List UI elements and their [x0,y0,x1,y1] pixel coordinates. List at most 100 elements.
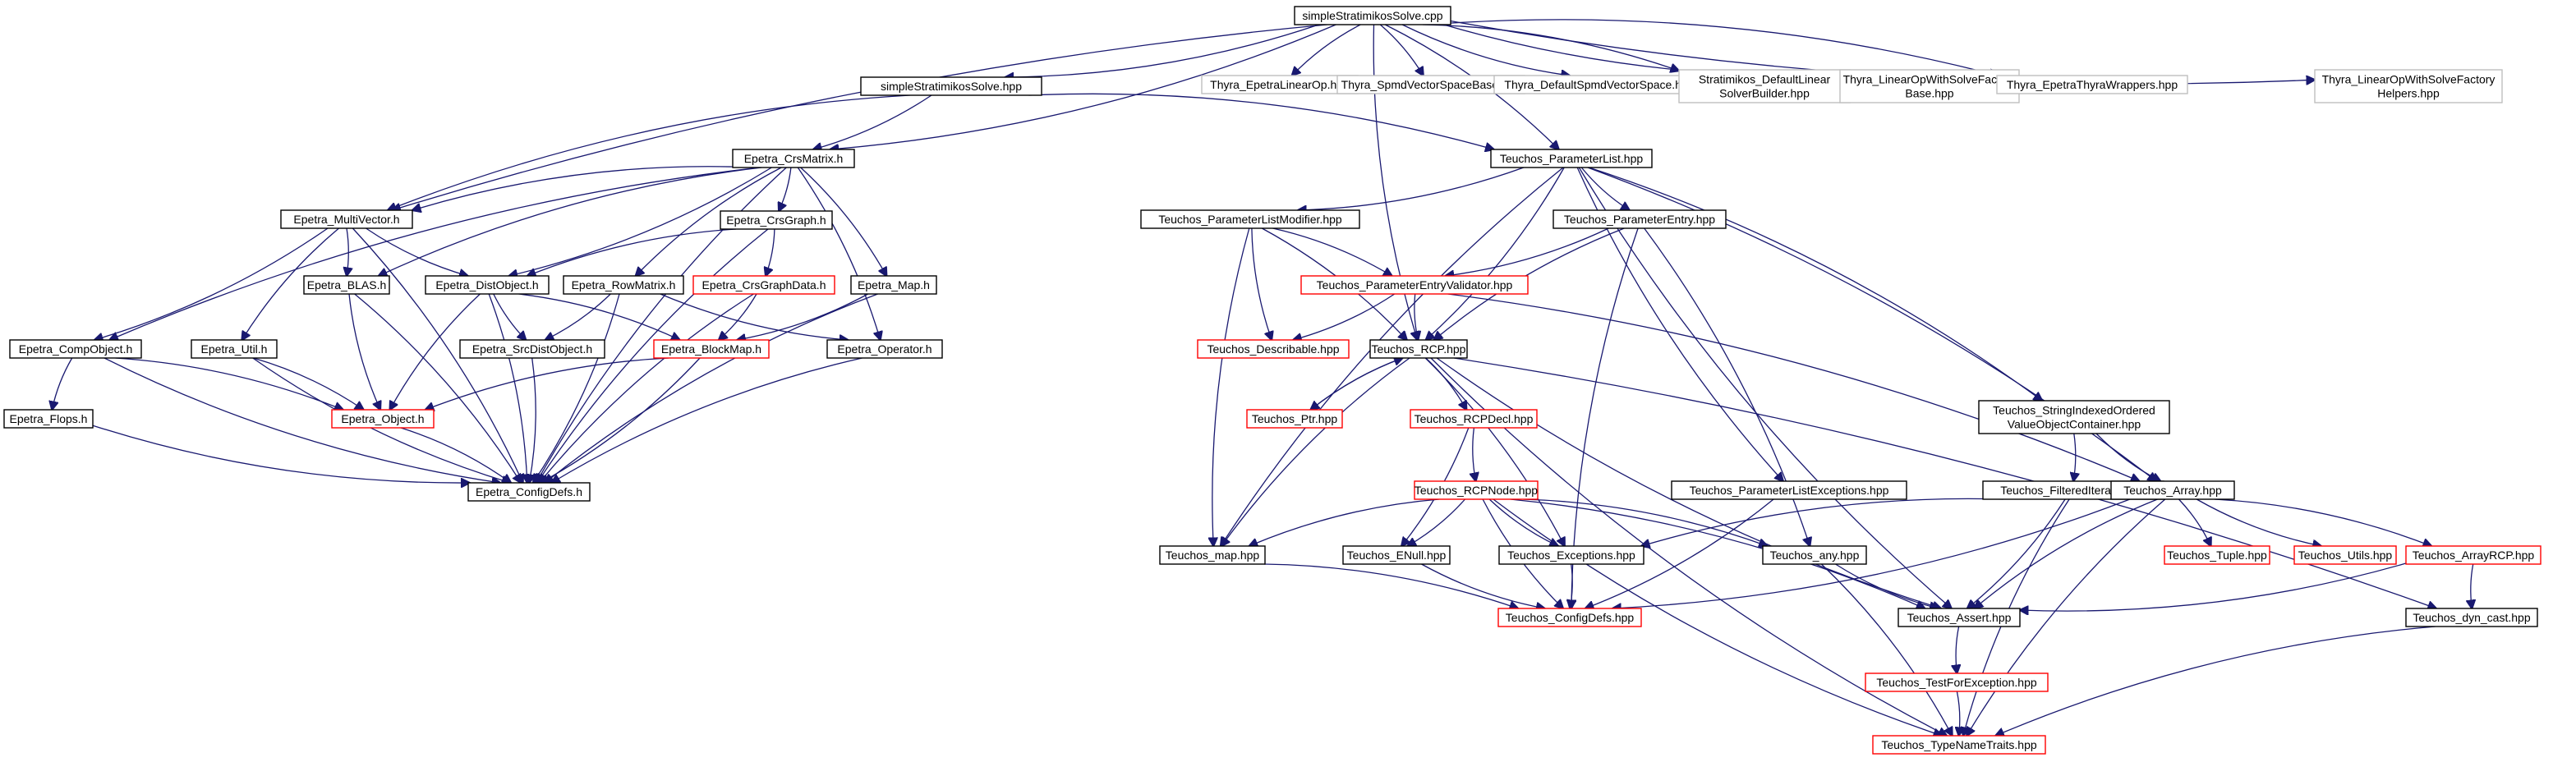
edge-ep_compobject-to-ep_flops [52,357,73,410]
edge-simple_hpp-to-te_paramlist [1028,93,1493,149]
node-teuchos-parameterlist-hpp[interactable]: Teuchos_ParameterList.hpp [1490,149,1653,168]
node-label: Epetra_Object.h [341,412,424,425]
node-teuchos-array-hpp[interactable]: Teuchos_Array.hpp [2110,480,2235,500]
edge-ep_util-to-ep_object [253,357,363,410]
edge-te_array-to-te_typenametraits [1966,498,2166,736]
node-teuchos-configdefs-hpp[interactable]: Teuchos_ConfigDefs.hpp [1497,608,1642,627]
edge-ep_multivector-to-ep_distobject [366,227,468,276]
node-label: Teuchos_ArrayRCP.hpp [2413,549,2535,562]
node-label: Thyra_LinearOpWithSolveFactory [2322,73,2496,86]
edge-ep_blockmap-to-ep_object [426,357,669,410]
edge-te_pevalidator-to-te_array [1447,293,2140,481]
node-teuchos-rcp-hpp[interactable]: Teuchos_RCP.hpp [1369,339,1468,359]
edge-te_array-to-te_utils [2196,498,2321,546]
node-teuchos-rcpnode-hpp[interactable]: Teuchos_RCPNode.hpp [1414,480,1539,500]
node-epetra-util-h[interactable]: Epetra_Util.h [191,339,278,359]
edge-ep_rowmatrix-to-ep_operator [660,293,848,340]
node-epetra-distobject-h[interactable]: Epetra_DistObject.h [425,275,550,295]
edge-te_rcpnode-to-te_any [1523,498,1767,546]
node-teuchos-typenametraits-hpp[interactable]: Teuchos_TypeNameTraits.hpp [1872,735,2046,755]
edge-te_plmodifier-to-te_map [1212,227,1250,546]
node-label: SolverBuilder.hpp [1719,87,1810,100]
node-epetra-blas-h[interactable]: Epetra_BLAS.h [303,275,390,295]
node-epetra-operator-h[interactable]: Epetra_Operator.h [826,339,943,359]
node-teuchos-parameterlistmodifier-hpp[interactable]: Teuchos_ParameterListModifier.hpp [1140,209,1360,229]
node-label: Teuchos_TestForException.hpp [1876,676,2037,689]
node-box [732,149,855,168]
node-label: ValueObjectContainer.hpp [2008,418,2141,431]
edge-te_dyncast-to-te_typenametraits [1995,626,2436,736]
node-epetra-rowmatrix-h[interactable]: Epetra_RowMatrix.h [563,275,684,295]
node-label: Epetra_BlockMap.h [661,342,761,356]
edge-te_rcp-to-te_dyncast [1454,357,2436,608]
node-label: Epetra_ConfigDefs.h [476,485,582,498]
node-epetra-crsgraph-h[interactable]: Epetra_CrsGraph.h [720,210,833,230]
node-teuchos-tuple-hpp[interactable]: Teuchos_Tuple.hpp [2164,545,2270,565]
node-teuchos-dyn-cast-hpp[interactable]: Teuchos_dyn_cast.hpp [2405,608,2538,627]
node-thyra-epetrathyrawrappers-hpp[interactable]: Thyra_EpetraThyraWrappers.hpp [1996,75,2188,94]
node-label: simpleStratimikosSolve.cpp [1302,9,1442,22]
edge-te_paramlist-to-te_plmodifier [1298,167,1525,210]
node-label: Helpers.hpp [2377,87,2440,100]
node-thyra-linearopwithsolvefactory-helpers-hpp[interactable]: Thyra_LinearOpWithSolveFactoryHelpers.hp… [2314,69,2503,103]
node-epetra-object-h[interactable]: Epetra_Object.h [331,409,435,429]
edge-ep_crsmatrix-to-ep_compobject [109,167,760,340]
edge-ep_compobject-to-ep_object [115,357,343,410]
node-box [2405,608,2538,627]
node-teuchos-map-hpp[interactable]: Teuchos_map.hpp [1159,545,1266,565]
edge-te_paramlist-to-te_assert [1578,167,1951,608]
edge-ep_crsmatrix-to-ep_operator [797,167,880,340]
edge-ep_map-to-ep_configdefs [545,293,878,483]
node-epetra-flops-h[interactable]: Epetra_Flops.h [3,409,94,429]
node-stratimikos-defaultlinear-solverbuilder-hpp[interactable]: Stratimikos_DefaultLinearSolverBuilder.h… [1678,69,1851,103]
node-epetra-blockmap-h[interactable]: Epetra_BlockMap.h [653,339,770,359]
edge-te_map-to-te_configdefs [1263,563,1518,608]
node-label: Epetra_MultiVector.h [293,213,399,226]
edge-ep_crsmatrix-to-ep_map [800,167,887,276]
node-label: Teuchos_RCPNode.hpp [1414,484,1538,497]
edge-ep_multivector-to-ep_util [242,227,339,340]
node-teuchos-assert-hpp[interactable]: Teuchos_Assert.hpp [1898,608,2021,627]
node-epetra-crsgraphdata-h[interactable]: Epetra_CrsGraphData.h [692,275,835,295]
node-simplestratimikossolve-hpp[interactable]: simpleStratimikosSolve.hpp [860,76,1042,96]
node-simplestratimikossolve-cpp[interactable]: simpleStratimikosSolve.cpp [1294,6,1451,25]
node-teuchos-describable-hpp[interactable]: Teuchos_Describable.hpp [1197,339,1350,359]
node-box [1342,545,1451,565]
node-epetra-map-h[interactable]: Epetra_Map.h [850,275,937,295]
node-epetra-srcdistobject-h[interactable]: Epetra_SrcDistObject.h [459,339,605,359]
node-epetra-crsmatrix-h[interactable]: Epetra_CrsMatrix.h [732,149,855,168]
node-epetra-compobject-h[interactable]: Epetra_CompObject.h [9,339,142,359]
node-teuchos-stringindexedordered-valueobjectcontainer-hpp[interactable]: Teuchos_StringIndexedOrderedValueObjectC… [1978,400,2170,434]
node-label: Epetra_CrsGraph.h [726,213,826,227]
edge-root-to-simple_hpp [1005,24,1319,77]
node-teuchos-testforexception-hpp[interactable]: Teuchos_TestForException.hpp [1865,672,2049,692]
node-box [1497,608,1642,627]
node-box [2293,545,2397,565]
node-teuchos-parameterlistexceptions-hpp[interactable]: Teuchos_ParameterListExceptions.hpp [1671,480,1907,500]
edge-ep_flops-to-ep_configdefs [92,425,470,483]
edge-te_plmodifier-to-te_pevalidator [1272,227,1392,276]
node-teuchos-rcpdecl-hpp[interactable]: Teuchos_RCPDecl.hpp [1410,409,1538,429]
node-box [459,339,605,359]
edge-ep_distobject-to-ep_blockmap [518,293,680,340]
node-teuchos-ptr-hpp[interactable]: Teuchos_Ptr.hpp [1246,409,1343,429]
node-label: Epetra_CrsMatrix.h [744,152,844,165]
node-epetra-multivector-h[interactable]: Epetra_MultiVector.h [280,209,413,229]
node-thyra-epetralinearop-hpp[interactable]: Thyra_EpetraLinearOp.hpp [1201,75,1359,94]
node-label: Thyra_EpetraLinearOp.hpp [1210,78,1350,91]
node-teuchos-arrayrcp-hpp[interactable]: Teuchos_ArrayRCP.hpp [2405,545,2542,565]
node-teuchos-enull-hpp[interactable]: Teuchos_ENull.hpp [1342,545,1451,565]
node-label: Teuchos_Ptr.hpp [1252,412,1338,425]
edge-ep_rowmatrix-to-ep_srcdistobject [545,293,611,340]
node-teuchos-utils-hpp[interactable]: Teuchos_Utils.hpp [2293,545,2397,565]
node-box [1872,735,2046,755]
node-teuchos-parameterentryvalidator-hpp[interactable]: Teuchos_ParameterEntryValidator.hpp [1300,275,1529,295]
node-box [860,76,1042,96]
node-thyra-defaultspmdvectorspace-hpp[interactable]: Thyra_DefaultSpmdVectorSpace.hpp [1493,75,1705,94]
node-epetra-configdefs-h[interactable]: Epetra_ConfigDefs.h [467,482,591,502]
node-teuchos-exceptions-hpp[interactable]: Teuchos_Exceptions.hpp [1498,545,1644,565]
node-teuchos-any-hpp[interactable]: Teuchos_any.hpp [1762,545,1867,565]
node-teuchos-parameterentry-hpp[interactable]: Teuchos_ParameterEntry.hpp [1552,209,1727,229]
node-box [303,275,390,295]
